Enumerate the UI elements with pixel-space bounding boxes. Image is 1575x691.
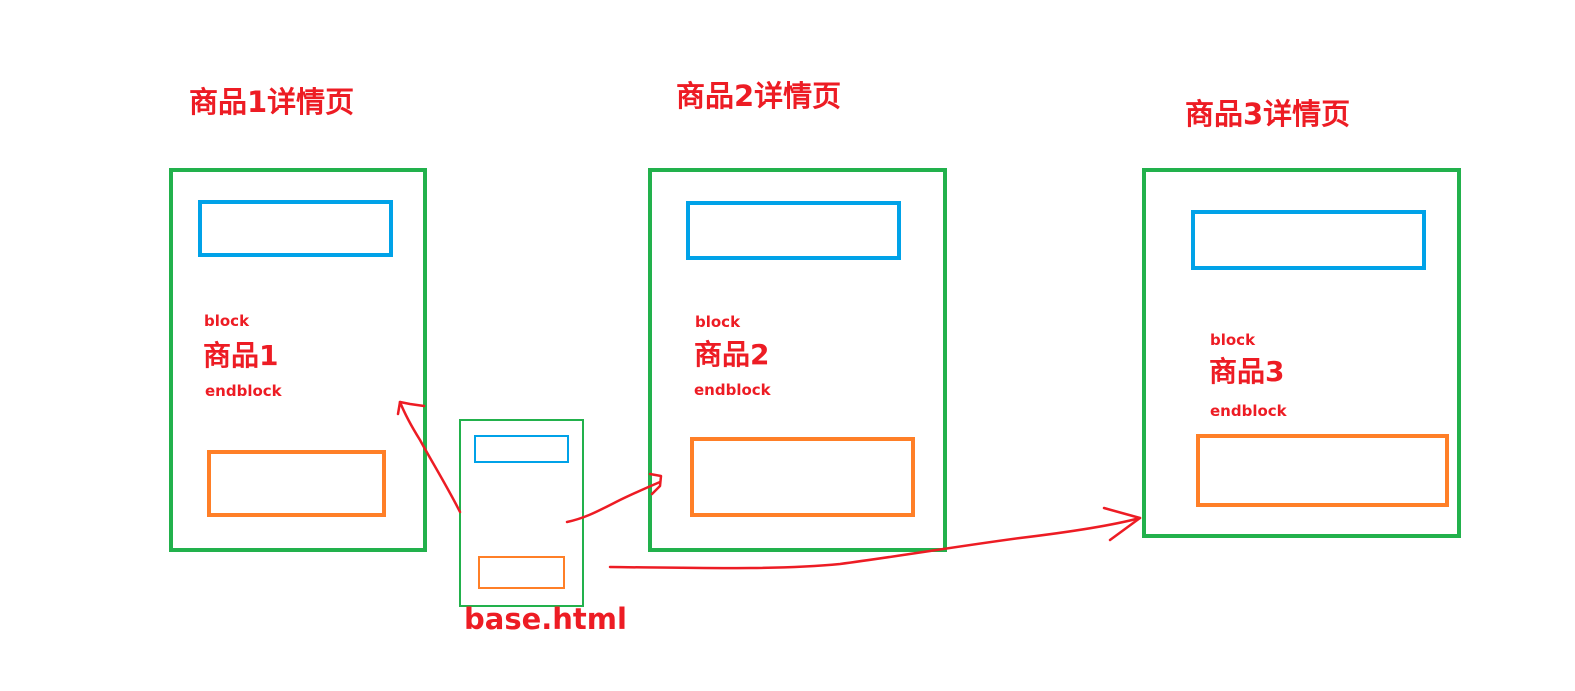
page-1-content: 商品1 (203, 339, 279, 372)
page-2-footer-block (690, 437, 915, 517)
page-1-frame (169, 168, 427, 552)
arrow-head-page-1 (396, 400, 426, 416)
page-2-endblock-keyword: endblock (694, 381, 771, 399)
page-1-endblock-keyword: endblock (205, 382, 282, 400)
page-3-endblock-keyword: endblock (1210, 402, 1287, 420)
page-1-block-keyword: block (204, 312, 250, 330)
arrow-head-page-2 (648, 472, 663, 496)
page-3-footer-block (1196, 434, 1449, 507)
arrow-to-page-1 (398, 400, 462, 514)
arrow-head-page-3 (1102, 506, 1142, 542)
page-1-header-block (198, 200, 393, 257)
page-2-title: 商品2详情页 (676, 79, 842, 113)
page-1-footer-block (207, 450, 386, 517)
page-2-header-block (686, 201, 901, 260)
page-2-frame (648, 168, 947, 552)
page-3-content: 商品3 (1209, 355, 1285, 388)
page-1-title: 商品1详情页 (189, 85, 355, 119)
base-template-footer-block (478, 556, 565, 589)
arrow-to-page-2 (565, 480, 662, 524)
arrow-to-page-3 (608, 516, 1142, 570)
page-3-frame (1142, 168, 1461, 538)
page-3-header-block (1191, 210, 1426, 270)
base-template-header-block (474, 435, 569, 463)
page-3-block-keyword: block (1210, 331, 1256, 349)
base-template-label: base.html (464, 602, 627, 636)
page-3-title: 商品3详情页 (1185, 97, 1351, 131)
page-2-content: 商品2 (694, 338, 770, 371)
page-2-block-keyword: block (695, 313, 741, 331)
